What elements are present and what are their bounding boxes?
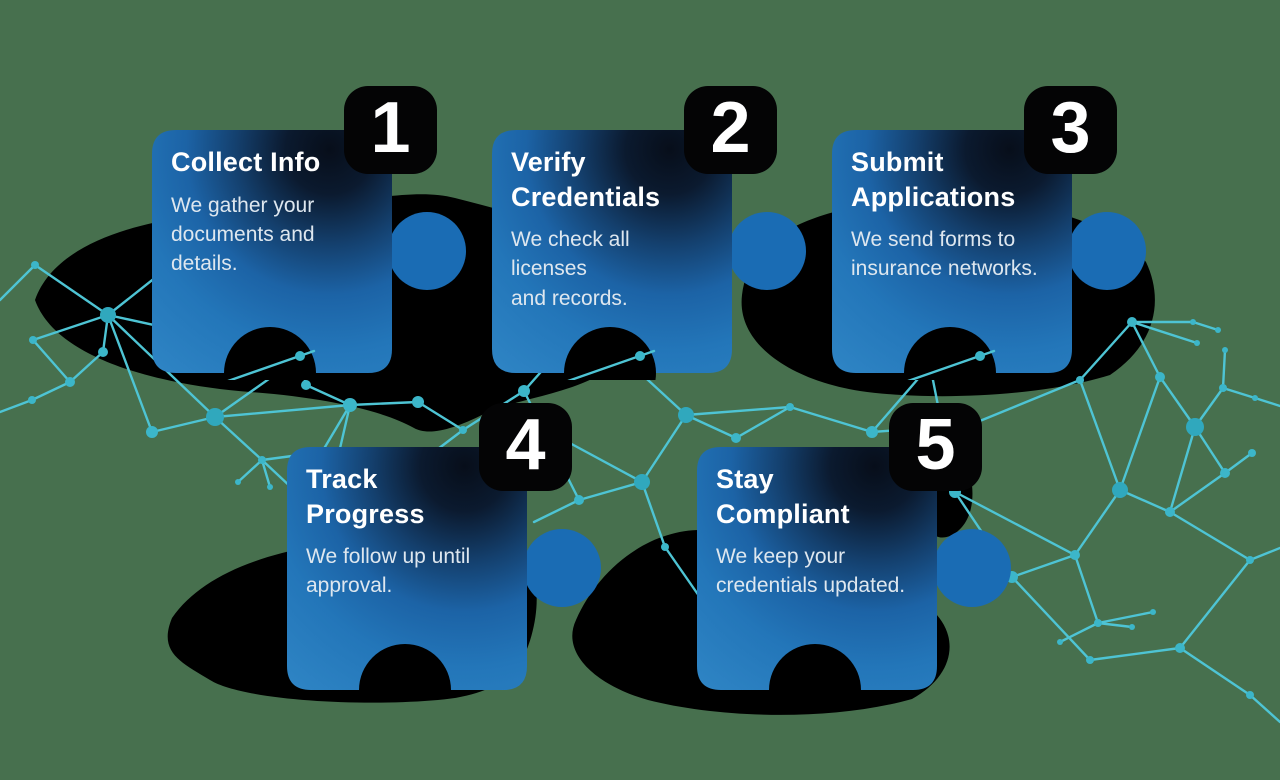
step-card-4: 4 Track Progress We follow up until appr… <box>287 403 607 697</box>
step-text: Submit Applications We send forms to ins… <box>851 145 1051 284</box>
step-number-badge: 3 <box>1024 86 1117 174</box>
step-number: 1 <box>370 88 411 168</box>
step-card-2: 2 Verify Credentials We check all licens… <box>492 86 812 380</box>
step-description: We send forms to insurance networks. <box>851 228 1038 281</box>
step-number-badge: 1 <box>344 86 437 174</box>
puzzle-knob <box>388 212 466 290</box>
puzzle-knob <box>523 529 601 607</box>
step-description: We check all licenses and records. <box>511 228 630 310</box>
step-title: Collect Info <box>171 147 321 177</box>
step-description: We gather your documents and details. <box>171 193 315 276</box>
step-card-3: 3 Submit Applications We send forms to i… <box>832 86 1152 380</box>
step-text: Stay Compliant We keep your credentials … <box>716 462 916 601</box>
step-number: 2 <box>710 88 751 168</box>
step-description: We keep your credentials updated. <box>716 545 906 598</box>
step-card-5: 5 Stay Compliant We keep your credential… <box>697 403 1017 697</box>
puzzle-knob <box>728 212 806 290</box>
step-title: Track Progress <box>306 464 425 529</box>
step-text: Collect Info We gather your documents an… <box>171 145 371 279</box>
puzzle-knob <box>933 529 1011 607</box>
step-number-badge: 2 <box>684 86 777 174</box>
step-text: Verify Credentials We check all licenses… <box>511 145 711 313</box>
step-number: 4 <box>505 405 546 485</box>
step-card-1: 1 Collect Info We gather your documents … <box>152 86 472 380</box>
puzzle-knob <box>1068 212 1146 290</box>
step-number: 3 <box>1050 88 1091 168</box>
step-title: Stay Compliant <box>716 464 850 529</box>
step-text: Track Progress We follow up until approv… <box>306 462 506 601</box>
step-description: We follow up until approval. <box>306 545 471 598</box>
step-title: Verify Credentials <box>511 147 661 212</box>
step-title: Submit Applications <box>851 147 1016 212</box>
step-number: 5 <box>915 405 956 485</box>
